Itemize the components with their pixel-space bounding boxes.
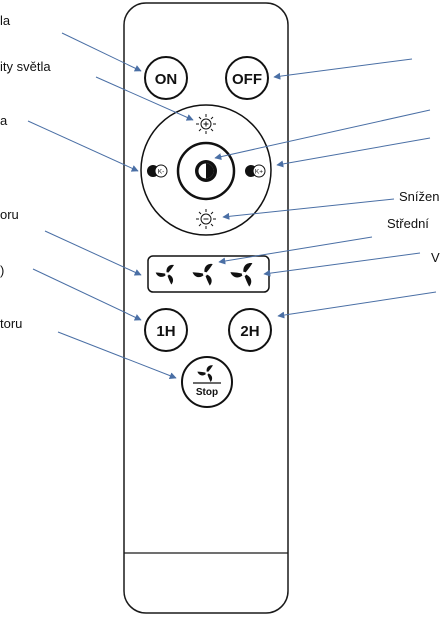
cct-plus-button[interactable]: K+ — [245, 164, 266, 178]
off-button-label: OFF — [232, 71, 262, 88]
timer-2h-button[interactable]: 2H — [228, 308, 272, 352]
timer-1h-button[interactable]: 1H — [144, 308, 188, 352]
brightness-down-icon[interactable] — [196, 209, 216, 229]
leader-arrows — [27, 32, 437, 379]
cct-plus-label: K+ — [255, 169, 263, 176]
left-label-2: ity světla — [0, 59, 51, 74]
cct-minus-label: K- — [158, 169, 165, 176]
timer-1h-label: 1H — [156, 323, 175, 340]
cct-minus-button[interactable]: K- — [147, 164, 168, 178]
left-label-4: oru — [0, 207, 19, 222]
left-label-1: la — [0, 13, 11, 28]
on-button[interactable]: ON — [144, 56, 188, 100]
left-label-6: toru — [0, 316, 23, 331]
stop-label: Stop — [196, 387, 218, 398]
on-button-label: ON — [155, 71, 178, 88]
light-toggle-button[interactable] — [176, 141, 236, 201]
left-label-5: ) — [0, 263, 5, 278]
fan-stop-button[interactable]: Stop — [181, 356, 233, 408]
left-label-3: a — [0, 113, 8, 128]
off-button[interactable]: OFF — [225, 56, 269, 100]
right-label-3: V — [431, 250, 440, 265]
remote-body — [123, 2, 289, 614]
right-label-2: Střední — [387, 216, 429, 231]
light-toggle-icon — [195, 160, 217, 182]
timer-2h-label: 2H — [240, 323, 259, 340]
brightness-up-icon[interactable] — [196, 114, 216, 134]
right-label-1: Snížen — [399, 189, 440, 204]
